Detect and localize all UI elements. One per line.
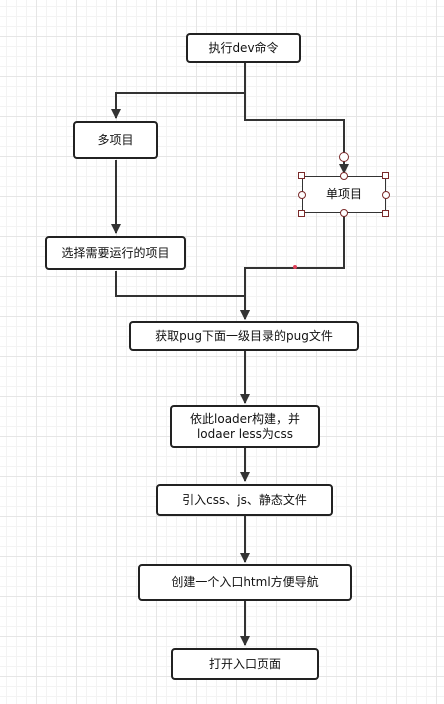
- node-run-dev[interactable]: 执行dev命令: [186, 33, 301, 63]
- node-multi-project[interactable]: 多项目: [73, 121, 158, 159]
- node-build-loader[interactable]: 依此loader构建，并 lodaer less为css: [170, 405, 320, 448]
- edge-waypoint[interactable]: [293, 265, 297, 269]
- node-get-pug[interactable]: 获取pug下面一级目录的pug文件: [129, 321, 359, 351]
- node-select-project[interactable]: 选择需要运行的项目: [45, 236, 186, 270]
- edge-dev-to-single[interactable]: [244, 62, 349, 174]
- node-create-entry[interactable]: 创建一个入口html方便导航: [138, 564, 352, 601]
- node-single-project[interactable]: 单项目: [302, 176, 386, 213]
- edge-dev-to-multi[interactable]: [111, 62, 246, 119]
- edge-select-to-pug[interactable]: [115, 271, 250, 320]
- node-import-assets[interactable]: 引入css、js、静态文件: [156, 484, 333, 516]
- node-open-page[interactable]: 打开入口页面: [171, 648, 319, 680]
